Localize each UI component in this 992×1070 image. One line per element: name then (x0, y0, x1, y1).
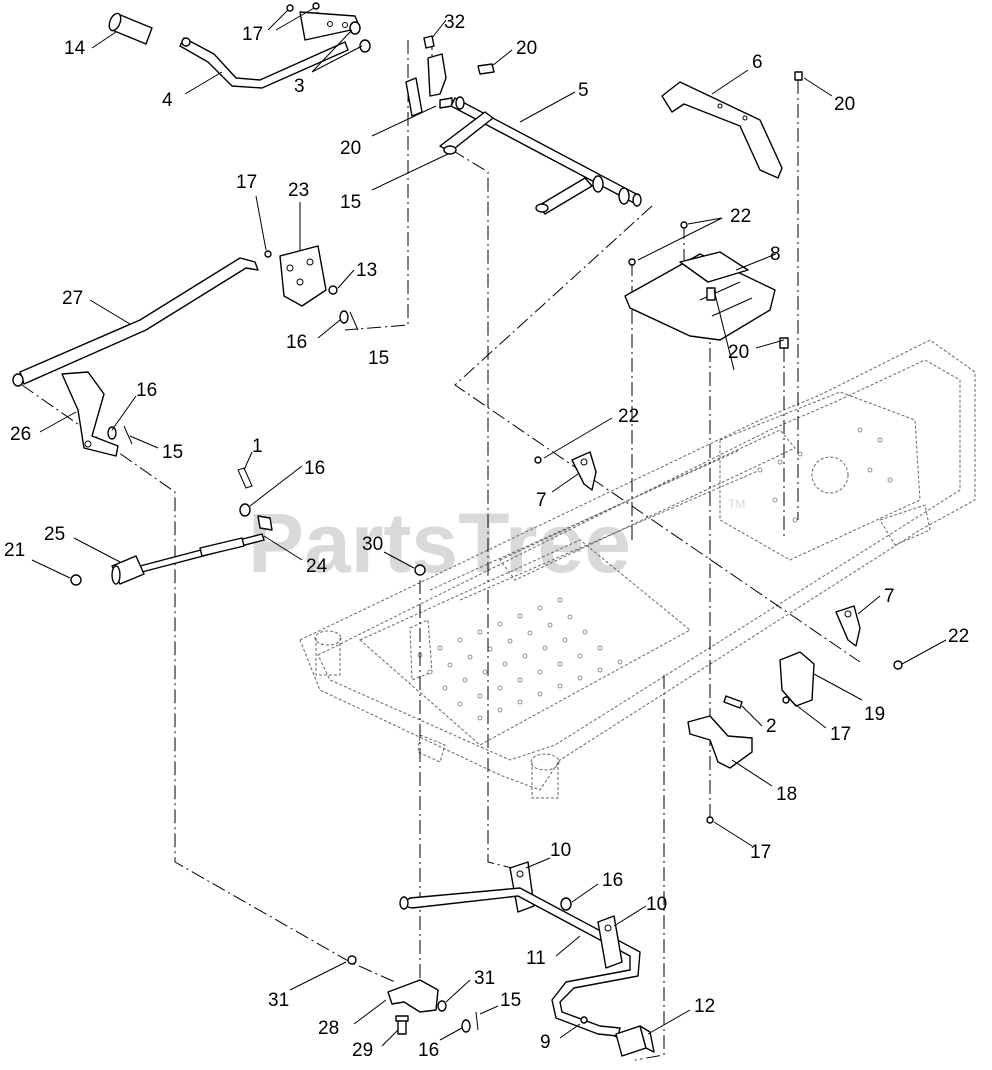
callout-10-a: 10 (550, 840, 571, 861)
callout-7-a: 7 (536, 490, 547, 511)
part-8-bracket (624, 221, 776, 341)
part-29-bolt (395, 1015, 409, 1035)
callout-6: 6 (752, 52, 763, 73)
part-14-handle-grip (108, 12, 153, 45)
callout-17-top: 17 (242, 24, 263, 45)
callout-27: 27 (62, 288, 83, 309)
part-pivot-bracket (405, 53, 495, 117)
callout-16-d: 16 (602, 870, 623, 891)
part-21-nut (70, 574, 82, 586)
part-6-bracket (661, 81, 783, 179)
part-16-washer-low (560, 897, 572, 911)
callout-25: 25 (44, 524, 65, 545)
part-9-nut (580, 1016, 588, 1024)
part-18-bracket (687, 715, 753, 769)
part-31-nut-right (437, 1000, 447, 1012)
part-30-nut (414, 564, 426, 576)
callout-16-b: 16 (136, 380, 157, 401)
part-11-shaft (399, 887, 641, 1037)
part-24-link-rod (139, 515, 273, 573)
callout-14: 14 (64, 38, 86, 59)
part-28-bracket (387, 979, 439, 1013)
callout-16-e: 16 (418, 1040, 439, 1061)
callout-26: 26 (10, 424, 31, 445)
callout-18: 18 (776, 784, 797, 805)
callout-20-a: 20 (516, 38, 537, 59)
callout-22-c: 22 (948, 626, 969, 647)
part-27-rod (12, 257, 259, 387)
callout-15-a: 15 (340, 192, 361, 213)
callout-16-a: 16 (286, 332, 307, 353)
part-17-nut-lower (706, 816, 714, 824)
callout-1: 1 (252, 436, 263, 457)
callout-13: 13 (356, 260, 377, 281)
part-15-cotter-bottom (475, 1011, 479, 1031)
part-2-pin (723, 695, 743, 709)
callout-3: 3 (294, 76, 305, 97)
callout-20-d: 20 (728, 342, 749, 363)
callout-31-a: 31 (268, 990, 289, 1011)
part-16-washer-bottom (461, 1019, 471, 1033)
callout-17-c: 17 (830, 724, 851, 745)
callout-24: 24 (306, 556, 328, 577)
callout-30: 30 (362, 534, 383, 555)
callout-17-b: 17 (236, 172, 257, 193)
part-31-nut-left (347, 955, 357, 965)
callout-21: 21 (4, 540, 25, 561)
part-1-cotter-pin (237, 467, 253, 489)
callout-15-b: 15 (368, 348, 389, 369)
callout-28: 28 (318, 1018, 339, 1039)
callout-19: 19 (864, 704, 885, 725)
callout-22-a: 22 (730, 206, 751, 227)
callout-22-b: 22 (618, 406, 639, 427)
part-16-washer-mid (239, 503, 251, 517)
part-22-bolt-b (893, 660, 903, 670)
callout-32: 32 (444, 12, 465, 33)
part-7-clip-a (571, 451, 597, 491)
part-7-clip-b (835, 605, 861, 647)
watermark-trademark: TM (728, 497, 745, 511)
callout-9: 9 (540, 1032, 551, 1053)
callout-2: 2 (766, 716, 777, 737)
part-5-cross-shaft (439, 96, 642, 215)
callout-15-c: 15 (162, 442, 183, 463)
part-17-nuts-top (286, 2, 320, 12)
callout-15-d: 15 (500, 990, 521, 1011)
part-32-pin (423, 35, 435, 49)
callout-16-c: 16 (304, 458, 325, 479)
part-26-bellcrank (61, 371, 133, 457)
callout-31-b: 31 (474, 968, 495, 989)
part-10-arm-b (597, 915, 623, 969)
part-3-bushings (349, 21, 371, 53)
callout-20-c: 20 (834, 94, 855, 115)
callout-29: 29 (352, 1040, 373, 1061)
frame-perforations (417, 427, 893, 721)
part-4-lever (179, 11, 361, 89)
part-10-arm-a (509, 861, 535, 913)
part-25-yoke (111, 555, 145, 585)
part-20-bolt-right (794, 71, 803, 81)
callout-23: 23 (288, 180, 309, 201)
callout-8: 8 (770, 244, 781, 265)
callout-11: 11 (526, 948, 546, 969)
callout-4: 4 (162, 90, 173, 111)
callout-20-b: 20 (340, 138, 361, 159)
part-23-plate (264, 245, 359, 331)
part-22-bolt-a (534, 456, 542, 464)
callout-5: 5 (578, 80, 589, 101)
callout-10-b: 10 (646, 894, 667, 915)
callout-7-b: 7 (884, 586, 895, 607)
leader-lines (31, 7, 947, 1047)
callout-17-d: 17 (750, 842, 771, 863)
part-20-bolts-mid (706, 287, 789, 349)
watermark: PartsTree (248, 496, 631, 590)
part-19-bracket (779, 651, 815, 707)
part-12-block (615, 1025, 655, 1057)
callout-12: 12 (694, 996, 715, 1017)
callout-labels: 14 17 3 4 32 20 5 20 15 6 20 17 23 13 16… (4, 12, 969, 1061)
